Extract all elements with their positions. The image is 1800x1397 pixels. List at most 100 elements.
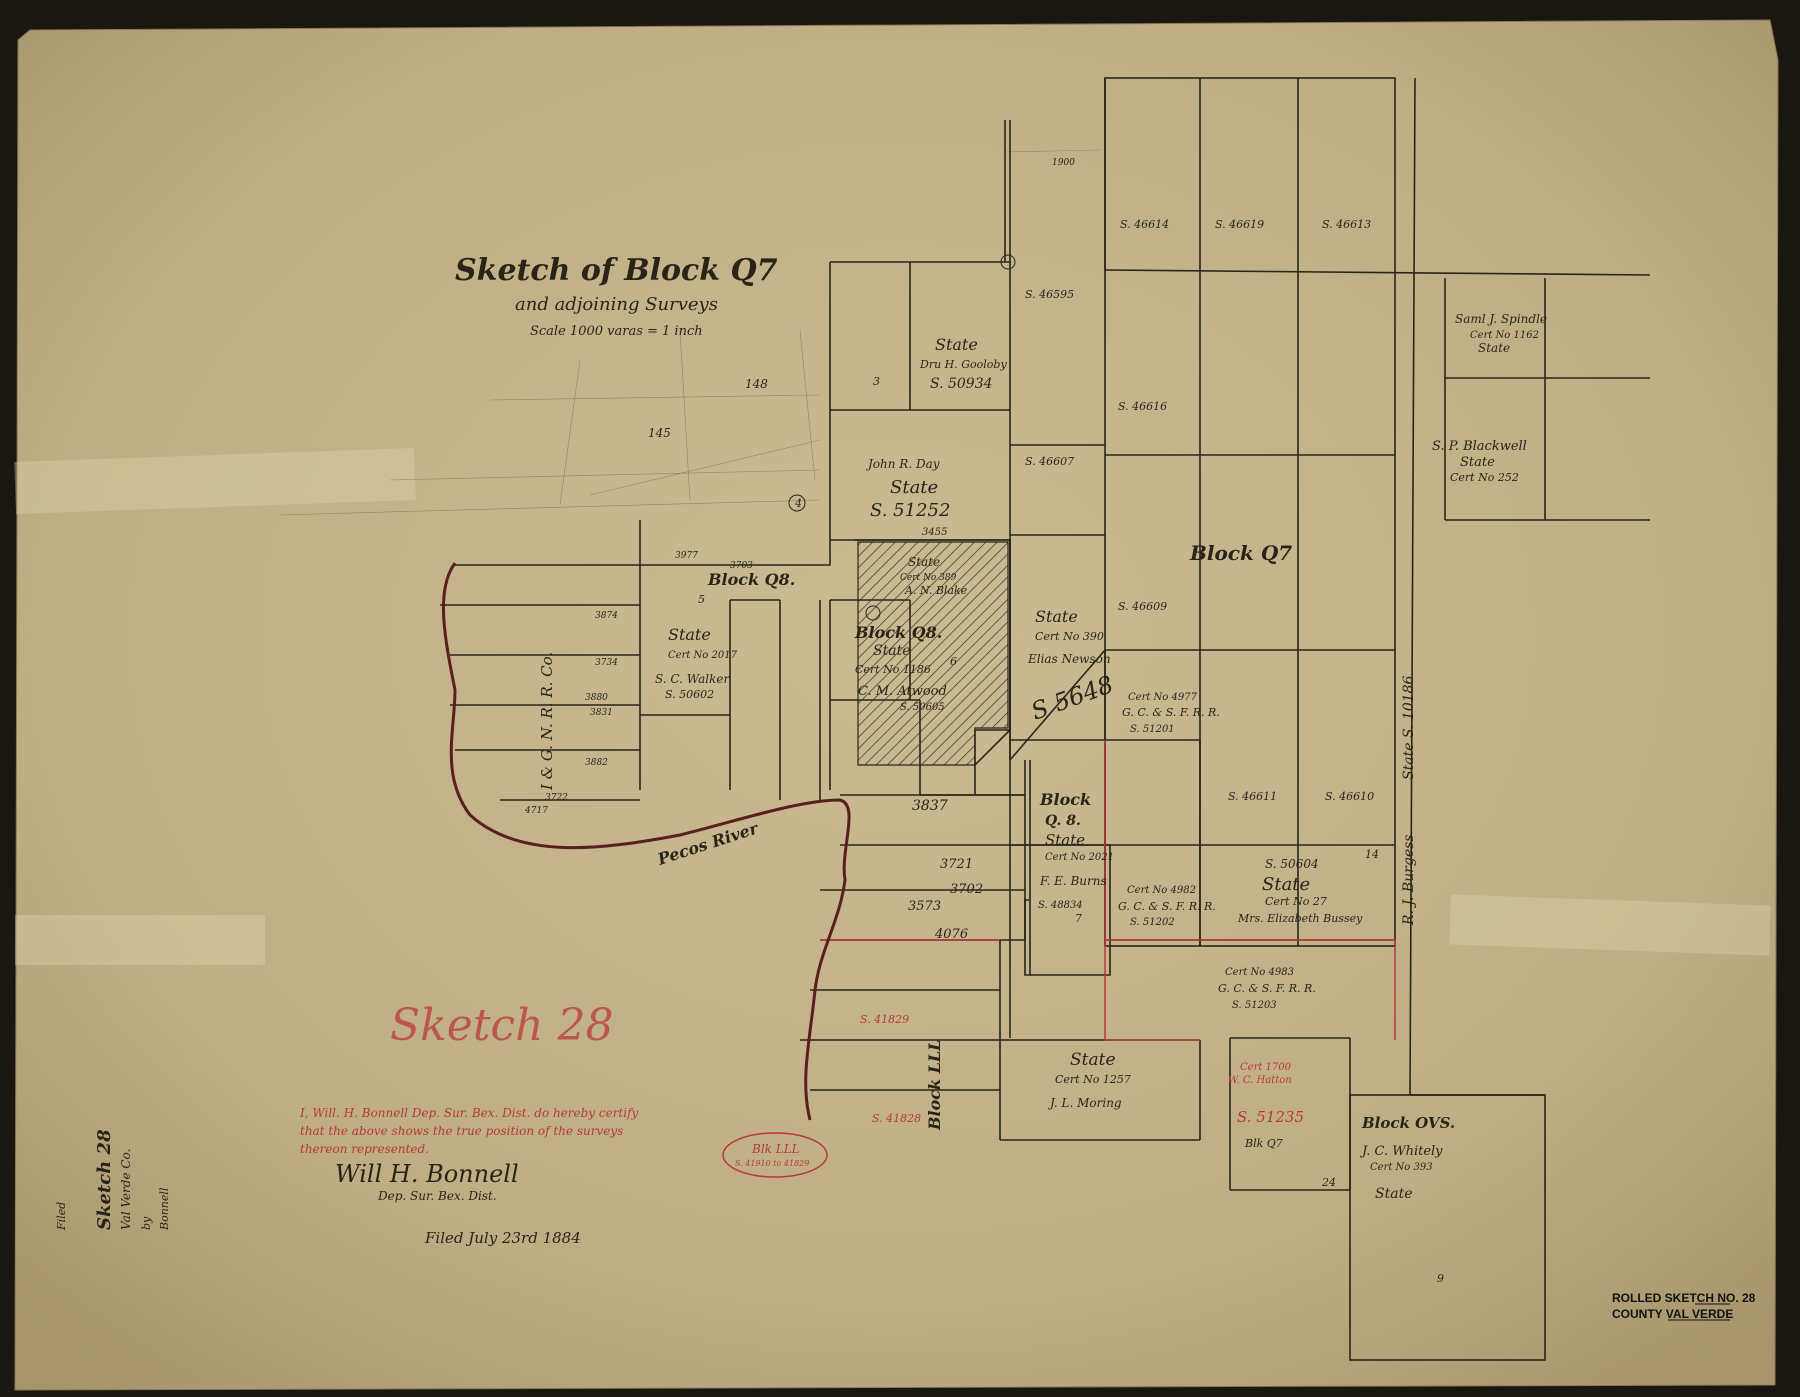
svg-text:S. 46609: S. 46609: [1118, 600, 1167, 613]
svg-text:S. 46595: S. 46595: [1025, 288, 1074, 301]
svg-text:Cert No 2021: Cert No 2021: [1045, 852, 1114, 863]
map-title: Sketch of Block Q7: [455, 253, 778, 288]
svg-text:S. 46613: S. 46613: [1322, 218, 1371, 231]
svg-text:3874: 3874: [595, 611, 618, 621]
pecos-river: [441, 562, 851, 1121]
svg-text:State: State: [668, 625, 711, 644]
block-q8-label-c2: Q. 8.: [1045, 813, 1081, 829]
block-q7-label: Block Q7: [1189, 541, 1292, 565]
rolled-sketch-stamp: ROLLED SKETCH NO. 28 COUNTY VAL VERDE: [1612, 1291, 1756, 1321]
svg-text:C. M. Atwood: C. M. Atwood: [858, 684, 947, 699]
svg-text:3: 3: [873, 375, 880, 388]
signature-title: Dep. Sur. Bex. Dist.: [377, 1189, 497, 1203]
svg-text:3702: 3702: [950, 882, 983, 897]
parcel-whitely: J. C. Whitely Cert No 393 State: [1359, 1144, 1443, 1202]
svg-text:Filed: Filed: [55, 1202, 68, 1231]
svg-text:State: State: [908, 555, 940, 569]
svg-text:Dru H. Gooloby: Dru H. Gooloby: [919, 358, 1007, 371]
svg-text:Cert No 252: Cert No 252: [1450, 471, 1519, 484]
svg-text:Cert No 27: Cert No 27: [1265, 895, 1327, 908]
svg-text:S. 46619: S. 46619: [1215, 218, 1264, 231]
survey-numbers: S. 46614 S. 46619 S. 46613 S. 46595 S. 4…: [860, 218, 1374, 1125]
svg-text:Blk Q7: Blk Q7: [1244, 1137, 1283, 1150]
annotation-numbers: 148 145 3 4 5 6 7 14 24 9 3837 3721 3702…: [524, 158, 1444, 1285]
svg-text:S. 46607: S. 46607: [1025, 455, 1074, 468]
svg-text:S. 48834: S. 48834: [1038, 900, 1083, 911]
svg-text:F. E. Burns: F. E. Burns: [1039, 874, 1107, 888]
svg-text:A. N. Blake: A. N. Blake: [904, 584, 968, 597]
svg-text:S. 50605: S. 50605: [900, 702, 945, 713]
map-scale: Scale 1000 varas = 1 inch: [530, 324, 703, 339]
svg-text:State: State: [1375, 1186, 1412, 1202]
svg-text:3734: 3734: [595, 658, 618, 668]
parcel-moring: State Cert No 1257 J. L. Moring: [1047, 1050, 1131, 1110]
block-q8-label-a: Block Q8.: [707, 570, 795, 589]
burgess-label: R. J. Burgess: [1401, 835, 1417, 926]
red-boundaries: [820, 740, 1396, 1041]
svg-text:Blk LLL: Blk LLL: [751, 1142, 800, 1156]
svg-text:State: State: [890, 477, 938, 498]
block-q8-label-b: Block Q8.: [854, 623, 942, 642]
tape-strips: [14, 448, 1771, 965]
svg-text:S. 46611: S. 46611: [1228, 790, 1277, 803]
svg-text:Mrs. Elizabeth Bussey: Mrs. Elizabeth Bussey: [1237, 912, 1363, 925]
hatched-parcel-fill: [857, 541, 1009, 766]
svg-text:Cert No 1257: Cert No 1257: [1055, 1073, 1131, 1086]
block-ovs-label: Block OVS.: [1361, 1114, 1455, 1132]
svg-text:6: 6: [950, 655, 957, 668]
svg-text:Cert No 389: Cert No 389: [900, 573, 957, 583]
block-lll-label: Block LLL: [925, 1040, 944, 1131]
svg-text:J. C. Whitely: J. C. Whitely: [1359, 1144, 1443, 1159]
svg-text:S. 41829: S. 41829: [860, 1013, 909, 1026]
svg-text:Cert No 1162: Cert No 1162: [1470, 330, 1539, 341]
svg-text:3977: 3977: [675, 551, 698, 561]
svg-text:G. C. & S. F. R. R.: G. C. & S. F. R. R.: [1122, 706, 1220, 719]
svg-text:S. 50604: S. 50604: [1265, 857, 1319, 871]
svg-text:ROLLED SKETCH NO. 28: ROLLED SKETCH NO. 28: [1612, 1291, 1756, 1305]
svg-text:S. 46614: S. 46614: [1120, 218, 1169, 231]
svg-text:State: State: [1460, 455, 1495, 470]
svg-text:S. P. Blackwell: S. P. Blackwell: [1432, 439, 1527, 454]
svg-text:3882: 3882: [585, 758, 608, 768]
svg-text:3455: 3455: [922, 527, 947, 538]
svg-text:S. 46616: S. 46616: [1118, 400, 1167, 413]
svg-text:State: State: [935, 335, 978, 354]
svg-text:14: 14: [1365, 848, 1379, 861]
state-long-label: State S. 10186: [1401, 675, 1417, 780]
svg-text:Cert No 4983: Cert No 4983: [1225, 967, 1294, 978]
svg-text:Sketch 28: Sketch 28: [94, 1129, 115, 1230]
svg-text:S. 51201: S. 51201: [1130, 724, 1175, 735]
svg-text:Cert No 393: Cert No 393: [1370, 1162, 1433, 1173]
svg-text:4076: 4076: [934, 927, 968, 942]
red-oval-stamp: Blk LLL S. 41910 to 41829: [722, 1132, 828, 1178]
parcel-gooloby: State Dru H. Gooloby S. 50934: [919, 335, 1007, 392]
svg-text:Cert 1700: Cert 1700: [1240, 1062, 1292, 1073]
side-note: Sketch 28 Val Verde Co. Filed by Bonnell: [55, 1129, 171, 1231]
svg-text:State: State: [1045, 831, 1085, 849]
svg-text:State: State: [873, 643, 910, 659]
parcel-newson: State Cert No 390 Elias Newson: [1027, 607, 1111, 666]
svg-text:S. 41828: S. 41828: [872, 1112, 921, 1125]
svg-text:3837: 3837: [912, 798, 948, 814]
svg-text:Cert No 1186: Cert No 1186: [855, 663, 931, 676]
svg-text:S. C. Walker: S. C. Walker: [655, 672, 730, 686]
svg-text:Val Verde Co.: Val Verde Co.: [119, 1149, 133, 1230]
filed-date: Filed July 23rd 1884: [424, 1229, 581, 1247]
svg-text:Cert No 390: Cert No 390: [1035, 630, 1104, 643]
svg-text:S. 51203: S. 51203: [1232, 1000, 1277, 1011]
svg-text:Cert No 2017: Cert No 2017: [668, 650, 738, 661]
svg-text:S. 50934: S. 50934: [930, 376, 993, 392]
svg-text:3573: 3573: [908, 899, 941, 914]
svg-text:7: 7: [1075, 912, 1082, 925]
svg-text:S. 41910 to 41829: S. 41910 to 41829: [735, 1159, 809, 1168]
svg-text:Saml J. Spindle: Saml J. Spindle: [1455, 312, 1547, 326]
svg-text:S. 46610: S. 46610: [1325, 790, 1374, 803]
svg-text:COUNTY VAL VERDE: COUNTY VAL VERDE: [1612, 1307, 1733, 1321]
svg-text:3880: 3880: [585, 693, 608, 703]
svg-text:John R. Day: John R. Day: [865, 457, 940, 471]
svg-text:3831: 3831: [590, 708, 613, 718]
svg-text:W. C. Hatton: W. C. Hatton: [1228, 1075, 1292, 1086]
parcel-gcsf-1: Cert No 4977 G. C. & S. F. R. R. S. 5120…: [1122, 692, 1220, 735]
svg-text:by: by: [140, 1216, 153, 1230]
